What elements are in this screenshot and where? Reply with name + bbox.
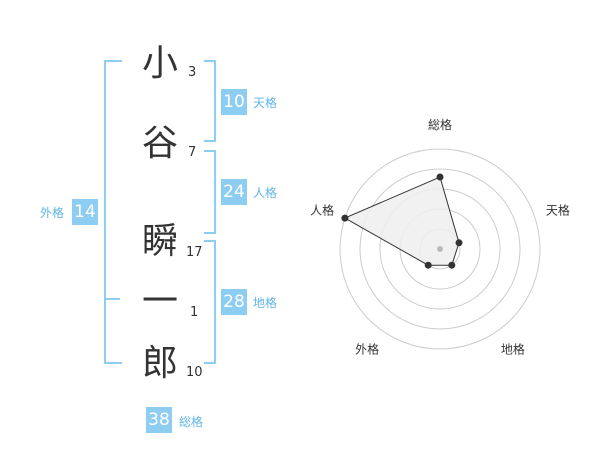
jinkaku-bracket [204, 150, 216, 234]
radar-axis-label-5: 人格 [310, 203, 334, 218]
gaikaku-value: 14 [72, 199, 98, 225]
radar-axis-label-2: 天格 [546, 203, 570, 218]
chikaku-value: 28 [221, 289, 247, 315]
chikaku-bracket [204, 240, 216, 364]
jinkaku-value: 24 [221, 179, 247, 205]
stroke-count-2: 7 [188, 145, 197, 160]
radar-point-3 [448, 261, 456, 269]
radar-point-5 [341, 214, 349, 222]
radar-axis-label-4: 外格 [355, 341, 379, 356]
soukaku-label: 総格 [179, 415, 204, 429]
radar-axis-label-1: 総格 [428, 117, 452, 132]
name-char-2: 谷 [141, 123, 178, 164]
name-char-3: 瞬 [141, 221, 178, 262]
radar-ring-5 [339, 148, 541, 350]
name-char-5: 郎 [141, 343, 178, 384]
radar-point-4 [424, 261, 432, 269]
radar-polygon [343, 176, 460, 266]
radar-ring-4 [359, 168, 521, 330]
soukaku-value: 38 [146, 407, 172, 433]
stroke-count-1: 3 [188, 65, 197, 80]
stroke-count-5: 10 [186, 365, 203, 380]
radar-axis-label-3: 地格 [501, 341, 525, 356]
bracket-divider [104, 298, 120, 300]
radar-point-2 [455, 239, 463, 247]
name-char-1: 小 [141, 43, 178, 84]
stroke-count-3: 17 [186, 245, 203, 260]
name-char-4: 一 [141, 281, 178, 322]
chikaku-label: 地格 [253, 296, 278, 310]
tenkaku-value: 10 [221, 89, 247, 115]
gaikaku-label: 外格 [40, 206, 65, 220]
gaikaku-bracket [104, 60, 122, 364]
jinkaku-label: 人格 [253, 186, 278, 200]
stroke-count-4: 1 [190, 305, 199, 320]
tenkaku-bracket [204, 60, 216, 142]
radar-point-1 [436, 173, 444, 181]
tenkaku-label: 天格 [253, 96, 278, 110]
radar-center-dot [437, 246, 443, 252]
